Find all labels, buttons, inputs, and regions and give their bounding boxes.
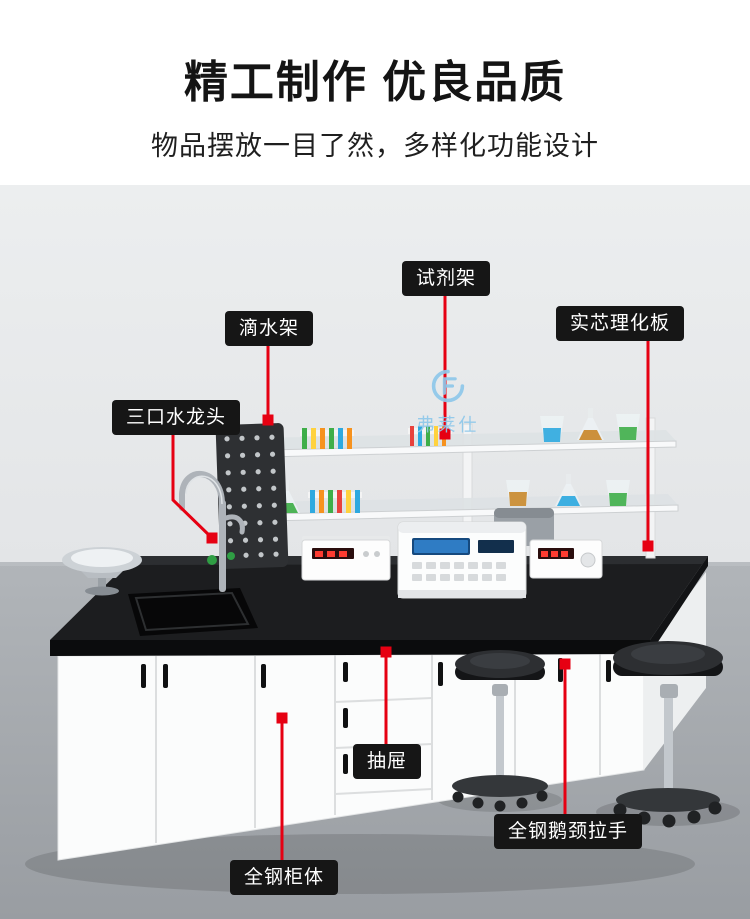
- callout-drawer: 抽屉: [353, 744, 422, 779]
- instrument-hotplate: [301, 536, 391, 581]
- beaker-amber-lower: [506, 480, 530, 506]
- flask-blue-lower: [555, 474, 582, 506]
- callout-solid-board: 实芯理化板: [556, 306, 685, 341]
- stool-right: [613, 641, 723, 828]
- page-title: 精工制作 优良品质: [183, 58, 567, 107]
- callout-handle: 全钢鹅颈拉手: [494, 814, 643, 849]
- beaker-green-lower: [606, 480, 630, 506]
- beaker-green-upper: [616, 414, 640, 440]
- sink: [128, 588, 258, 636]
- beaker-blue: [540, 416, 564, 442]
- page-subtitle: 物品摆放一目了然，多样化功能设计: [151, 131, 599, 161]
- instrument-stirrer: [529, 539, 603, 579]
- tube-rack-lower: [308, 490, 362, 513]
- callout-drip-rack: 滴水架: [225, 311, 314, 346]
- brand-watermark-text: 弗莱仕: [416, 415, 480, 435]
- mixing-bowl: [62, 547, 142, 596]
- callout-cabinet: 全钢柜体: [230, 860, 339, 895]
- bench-shadow: [25, 834, 695, 894]
- flask-amber: [577, 408, 604, 440]
- brand-logo-icon: [431, 369, 465, 403]
- tube-rack-upper-1: [300, 428, 354, 449]
- door-seams: [155, 654, 601, 843]
- callout-lines: [171, 294, 654, 860]
- faucet: [179, 471, 245, 592]
- instrument-main: [397, 521, 527, 599]
- brand-watermark: 弗莱仕: [388, 368, 508, 437]
- glassware: [273, 408, 640, 513]
- stool-center: [452, 650, 548, 812]
- door-handles: [141, 658, 611, 774]
- callout-faucet: 三口水龙头: [112, 400, 241, 435]
- drip-rack: [215, 423, 289, 569]
- callout-reagent-rack: 试剂架: [402, 261, 491, 296]
- countertop-edge: [50, 640, 650, 656]
